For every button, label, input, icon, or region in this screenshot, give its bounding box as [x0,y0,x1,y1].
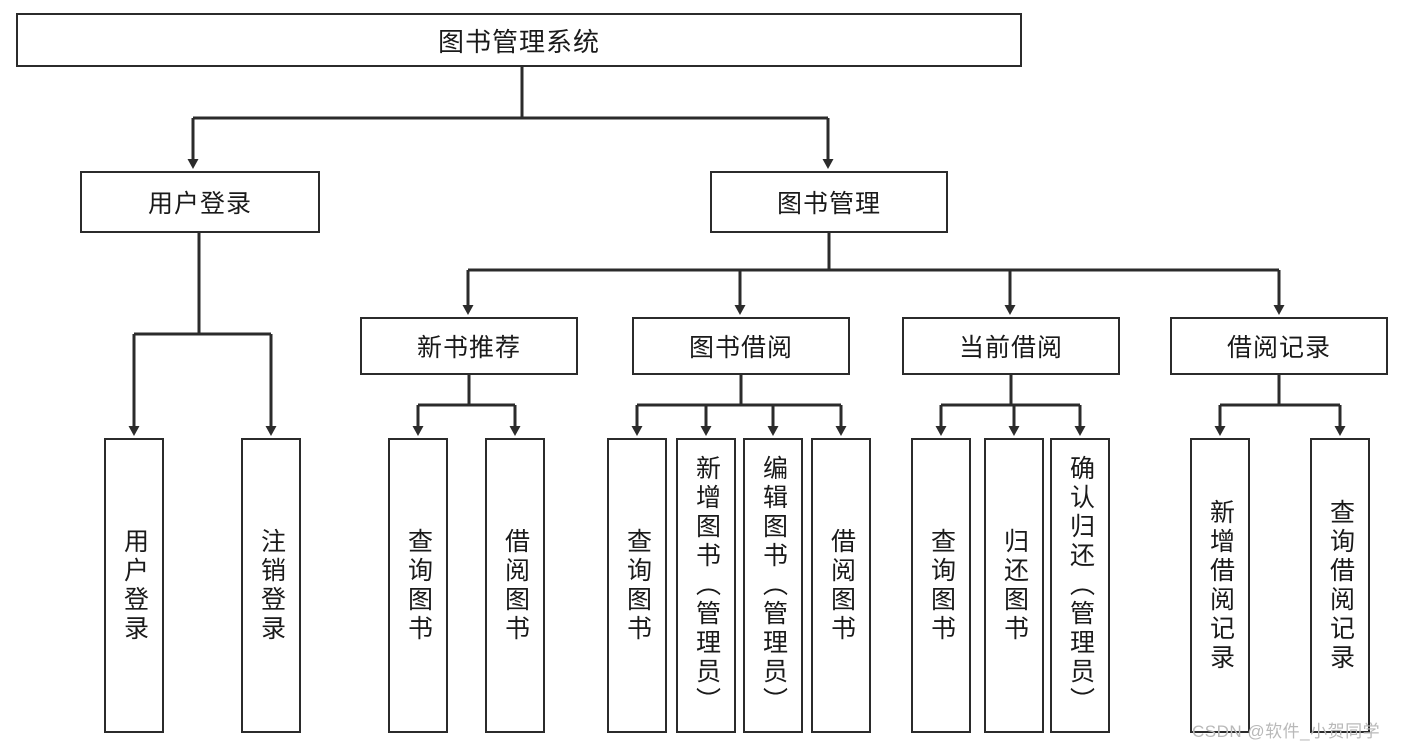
node-leaf-logout[interactable]: 注销登录 [241,438,301,733]
node-current-borrow-label: 当前借阅 [958,334,1063,362]
node-user-login[interactable]: 用户登录 [80,171,320,233]
node-leaf-return-book-label: 归还图书 [1000,527,1029,644]
node-leaf-query-book-3-label: 查询图书 [927,527,956,644]
node-borrow-record[interactable]: 借阅记录 [1170,317,1388,375]
node-leaf-query-book-1[interactable]: 查询图书 [388,438,448,733]
edge-root-to-level1 [187,67,834,169]
node-leaf-add-book-label: 新增图书（管理员） [692,455,721,716]
node-leaf-edit-book-label: 编辑图书（管理员） [759,455,788,716]
node-leaf-query-record-label: 查询借阅记录 [1326,498,1355,673]
node-leaf-query-book-2[interactable]: 查询图书 [607,438,667,733]
node-leaf-user-login-label: 用户登录 [120,527,149,644]
node-leaf-confirm-return[interactable]: 确认归还（管理员） [1050,438,1110,733]
edge-bookmanage-to-level2 [462,233,1285,315]
node-leaf-user-login[interactable]: 用户登录 [104,438,164,733]
node-current-borrow[interactable]: 当前借阅 [902,317,1120,375]
csdn-watermark: CSDN @软件_小贺同学 [1192,722,1381,741]
node-leaf-borrow-book-2[interactable]: 借阅图书 [811,438,871,733]
edge-bookborrow-to-leaves [631,375,847,436]
node-leaf-borrow-book-1-label: 借阅图书 [501,527,530,644]
node-new-book-rec-label: 新书推荐 [416,334,521,362]
node-book-manage-label: 图书管理 [776,190,881,218]
node-leaf-add-book[interactable]: 新增图书（管理员） [676,438,736,733]
node-root-label: 图书管理系统 [437,26,600,57]
edge-borrowrecord-to-leaves [1214,375,1346,436]
edge-newbookrec-to-leaves [412,375,521,436]
node-leaf-query-book-2-label: 查询图书 [623,527,652,644]
node-leaf-add-record-label: 新增借阅记录 [1206,498,1235,673]
node-new-book-rec[interactable]: 新书推荐 [360,317,578,375]
node-leaf-borrow-book-1[interactable]: 借阅图书 [485,438,545,733]
node-leaf-query-record[interactable]: 查询借阅记录 [1310,438,1370,733]
node-book-borrow-label: 图书借阅 [688,334,793,362]
node-leaf-return-book[interactable]: 归还图书 [984,438,1044,733]
node-borrow-record-label: 借阅记录 [1226,334,1331,362]
node-book-borrow[interactable]: 图书借阅 [632,317,850,375]
edge-currentborrow-to-leaves [935,375,1086,436]
node-book-manage[interactable]: 图书管理 [710,171,948,233]
node-leaf-edit-book[interactable]: 编辑图书（管理员） [743,438,803,733]
node-leaf-query-book-1-label: 查询图书 [404,527,433,644]
node-leaf-add-record[interactable]: 新增借阅记录 [1190,438,1250,733]
edge-userlogin-to-leaves [128,233,277,436]
node-user-login-label: 用户登录 [147,190,252,218]
node-root[interactable]: 图书管理系统 [16,13,1022,67]
node-leaf-query-book-3[interactable]: 查询图书 [911,438,971,733]
node-leaf-logout-label: 注销登录 [257,527,286,644]
node-leaf-borrow-book-2-label: 借阅图书 [827,527,856,644]
node-leaf-confirm-return-label: 确认归还（管理员） [1066,455,1095,716]
